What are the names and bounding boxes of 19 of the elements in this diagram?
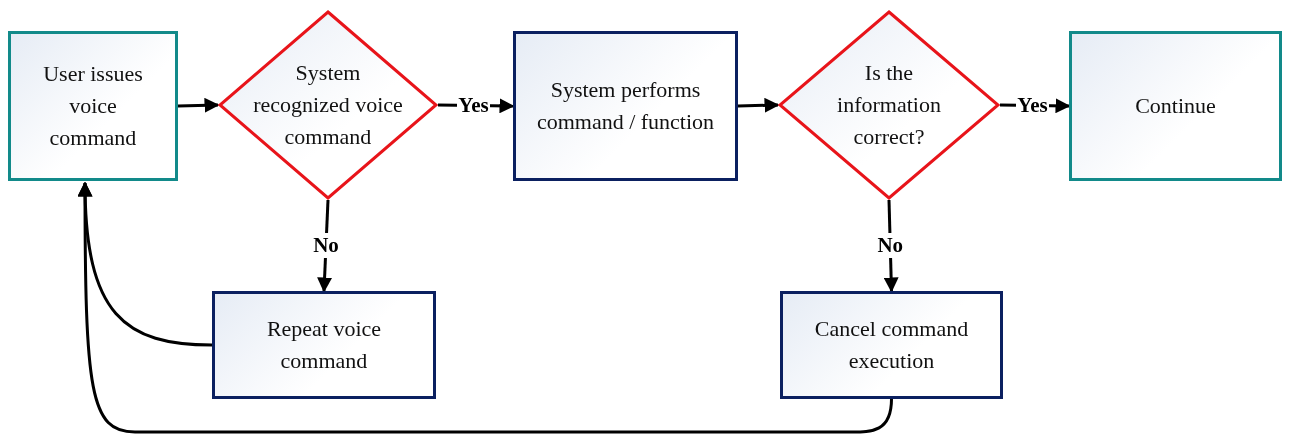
node-text: Is the information correct?: [836, 59, 942, 151]
edge-label: No: [876, 232, 905, 259]
arrow: [177, 97, 220, 113]
terminal-box: [1069, 31, 1282, 181]
node-text: Cancel command execution: [813, 315, 970, 375]
edge-label: No: [312, 232, 340, 259]
node-text: System recognized voice command: [253, 59, 403, 151]
decision-diamond: [218, 10, 438, 200]
node-text: User issues voice command: [42, 60, 144, 152]
terminal-box: [8, 31, 178, 181]
node-text: Repeat voice command: [265, 315, 383, 375]
arrow: [77, 181, 893, 434]
node-text: System performs command / function: [535, 76, 716, 136]
arrow: [737, 97, 780, 113]
decision-diamond: [778, 10, 1000, 200]
process-box: [780, 291, 1003, 399]
process-box: [513, 31, 738, 181]
node-text: Continue: [1135, 92, 1216, 121]
process-box: [212, 291, 436, 399]
